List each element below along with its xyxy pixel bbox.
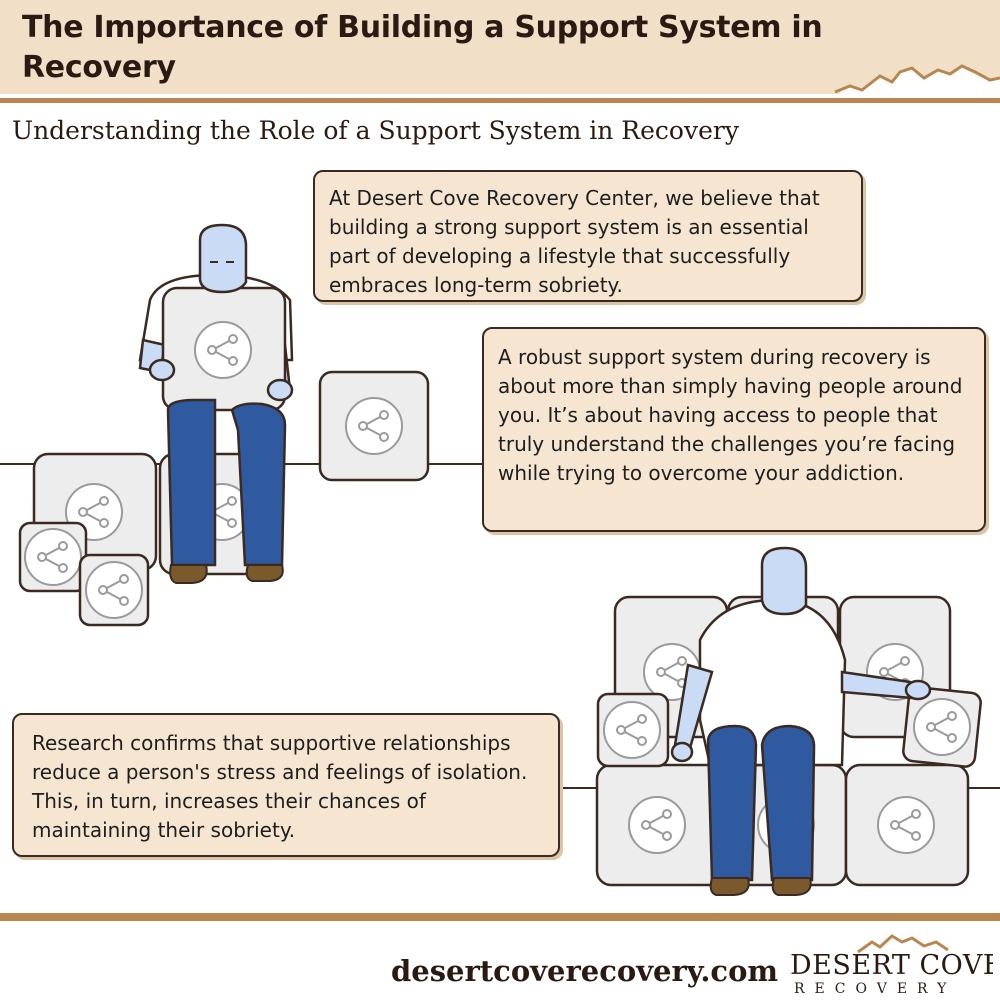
footer-divider [0, 913, 1000, 921]
callout-research-confirms: Research confirms that supportive relati… [12, 713, 560, 857]
callout-robust-support-system: A robust support system during recovery … [482, 327, 986, 532]
desert-cove-logo: DESERT COVE RECOVERY [790, 934, 993, 996]
section-title: Understanding the Role of a Support Syst… [12, 116, 739, 145]
footer-website-link[interactable]: desertcoverecovery.com [391, 954, 779, 988]
page-title: The Importance of Building a Support Sys… [22, 10, 823, 85]
header-divider [0, 98, 1000, 103]
svg-text:DESERT COVE: DESERT COVE [790, 950, 993, 981]
header-band [0, 0, 1000, 94]
mountain-icon [834, 64, 1000, 105]
callout-support-system-belief: At Desert Cove Recovery Center, we belie… [313, 170, 863, 302]
svg-text:RECOVERY: RECOVERY [794, 981, 956, 996]
